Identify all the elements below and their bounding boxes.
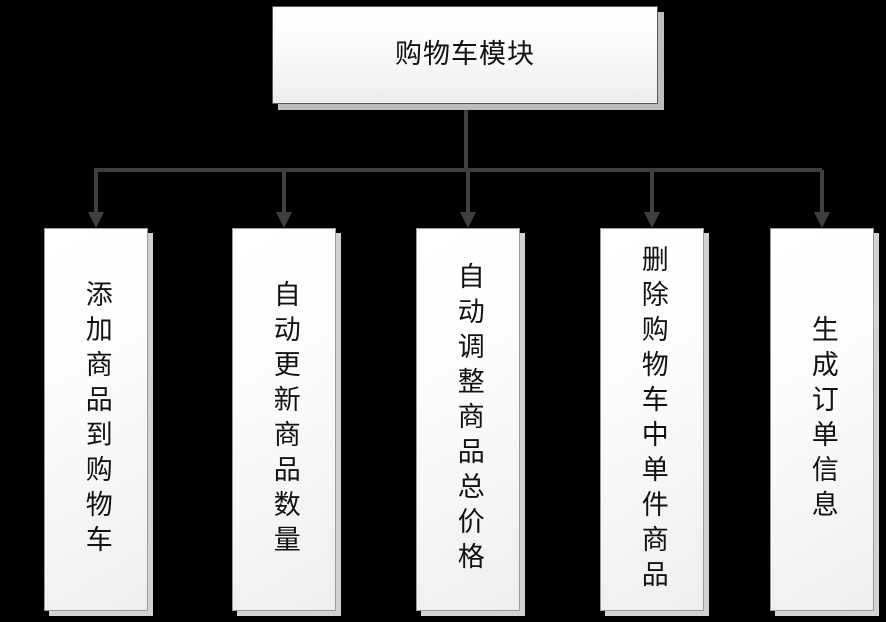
arrowhead-icon-4	[644, 212, 660, 228]
arrowhead-icon-2	[276, 212, 292, 228]
node-child-auto-adjust-total-price[interactable]: 自动调整商品总价格	[416, 228, 520, 611]
node-child-add-product-to-cart[interactable]: 添加商品到购物车	[44, 228, 148, 611]
node-child-label: 自动调整商品总价格	[452, 262, 484, 577]
arrowhead-icon-3	[460, 212, 476, 228]
node-root-shopping-cart-module[interactable]: 购物车模块	[272, 6, 658, 104]
node-child-label: 添加商品到购物车	[80, 279, 112, 560]
node-child-label: 自动更新商品数量	[268, 279, 300, 560]
node-root-label: 购物车模块	[395, 39, 535, 71]
node-child-auto-update-quantity[interactable]: 自动更新商品数量	[232, 228, 336, 611]
node-child-delete-single-item[interactable]: 删除购物车中单件商品	[600, 228, 704, 611]
node-child-generate-order-info[interactable]: 生成订单信息	[770, 228, 874, 611]
arrowhead-icon-1	[88, 212, 104, 228]
node-child-label: 删除购物车中单件商品	[636, 244, 668, 595]
node-child-label: 生成订单信息	[806, 314, 838, 525]
arrowhead-icon-5	[814, 212, 830, 228]
